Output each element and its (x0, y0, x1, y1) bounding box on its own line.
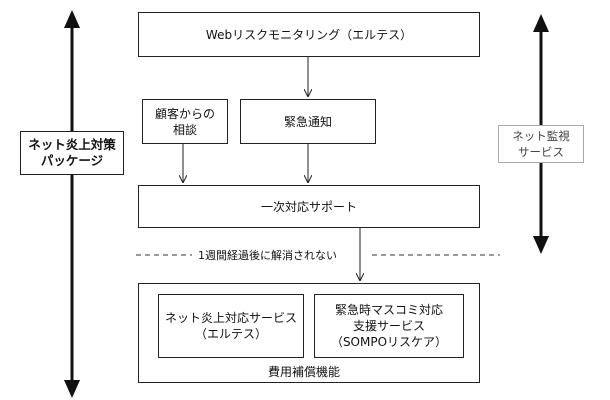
netflaming-response-service-box: ネット炎上対応サービス （エルテス） (158, 294, 304, 358)
web-risk-monitoring-box: Webリスクモニタリング（エルテス） (138, 12, 480, 57)
primary-support-label: 一次対応サポート (260, 199, 357, 214)
media-response-line-1: 緊急時マスコミ対応 (334, 303, 443, 317)
media-response-line-3: （SOMPOリスケア） (330, 335, 448, 349)
media-response-support-box: 緊急時マスコミ対応 支援サービス （SOMPOリスケア） (314, 294, 464, 358)
urgent-notice-box: 緊急通知 (240, 99, 376, 144)
net-monitoring-line-2: サービス (518, 145, 564, 159)
netflaming-response-line-1: ネット炎上対応サービス (164, 311, 297, 325)
one-week-note: 1週間経過後に解消されない (194, 247, 341, 263)
net-monitoring-service-box: ネット監視 サービス (498, 125, 584, 163)
urgent-notice-label: 緊急通知 (283, 114, 332, 129)
customer-consultation-box: 顧客からの 相談 (142, 99, 228, 144)
left-double-arrow (64, 10, 80, 398)
web-risk-monitoring-label: Webリスクモニタリング（エルテス） (205, 27, 413, 42)
net-monitoring-line-1: ネット監視 (512, 129, 570, 143)
netflaming-package-line-2: パッケージ (40, 153, 104, 168)
netflaming-response-line-2: （エルテス） (194, 327, 267, 341)
primary-support-box: 一次対応サポート (138, 185, 480, 228)
customer-consultation-line-2: 相談 (172, 122, 197, 137)
netflaming-package-line-1: ネット炎上対策 (28, 137, 116, 152)
cost-compensation-label: 費用補償機能 (268, 365, 341, 379)
media-response-line-2: 支援サービス (352, 319, 425, 333)
customer-consultation-line-1: 顧客からの (154, 106, 215, 121)
netflaming-package-box: ネット炎上対策 パッケージ (20, 131, 124, 175)
